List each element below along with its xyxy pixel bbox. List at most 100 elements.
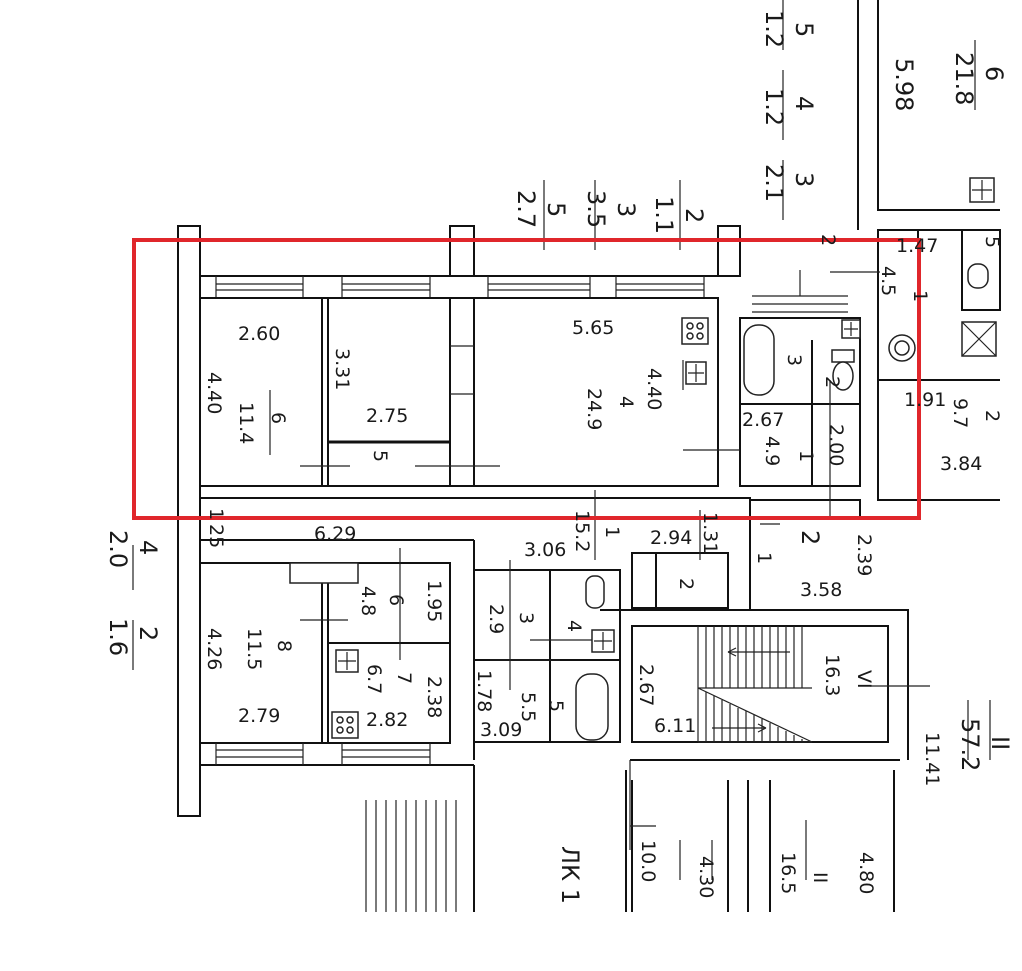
label: 2.9 — [485, 604, 507, 634]
label: 16.5 — [777, 852, 799, 894]
label: 3.31 — [331, 348, 353, 390]
label: 1 — [795, 450, 817, 462]
label: 3.58 — [800, 579, 842, 601]
label: 4.30 — [695, 856, 717, 898]
label: 3.06 — [524, 539, 566, 561]
label: 57.2 — [956, 718, 984, 771]
label: 2 — [796, 530, 824, 545]
label: 5.98 — [890, 58, 918, 111]
label: 3 — [790, 172, 818, 187]
label: 5.65 — [572, 317, 614, 339]
label: 11.5 — [243, 628, 265, 670]
label: 4.40 — [203, 372, 225, 414]
label: 2 — [680, 208, 708, 223]
label: 3 — [515, 612, 537, 624]
label: 2.67 — [742, 409, 784, 431]
label: 2.79 — [238, 705, 280, 727]
label: 5.5 — [517, 692, 539, 722]
label: 1.6 — [104, 618, 132, 656]
toilet-icon — [831, 349, 855, 391]
label: 4.9 — [761, 436, 783, 466]
label: 2.1 — [760, 164, 788, 202]
label: 11.4 — [235, 402, 257, 444]
label: 1.31 — [699, 512, 721, 554]
sink-icon — [335, 649, 359, 673]
label: 1.91 — [904, 389, 946, 411]
label: 5 — [545, 700, 567, 712]
sink-icon — [969, 177, 995, 203]
stair-arrow-icon — [712, 647, 790, 733]
toilet-icon — [585, 575, 605, 609]
label: 6 — [385, 594, 407, 606]
toilet-icon — [967, 263, 989, 289]
label: II — [986, 736, 1014, 750]
sink-icon — [841, 319, 861, 339]
ventilation-icon — [961, 321, 997, 357]
label: 1.1 — [650, 196, 678, 234]
label: 2.38 — [423, 676, 445, 718]
label: 1 — [753, 552, 775, 564]
label: 2.0 — [104, 530, 132, 568]
label: 4.80 — [855, 852, 877, 894]
label: 5 — [981, 236, 1003, 248]
label: 4.8 — [357, 586, 379, 616]
label: 6.7 — [363, 664, 385, 694]
label: 24.9 — [583, 388, 605, 430]
label: 2.94 — [650, 527, 692, 549]
label: 2 — [981, 410, 1003, 422]
label: 4.5 — [877, 266, 899, 296]
label: 2.7 — [512, 190, 540, 228]
label: 6 — [267, 412, 289, 424]
label: II — [809, 872, 831, 883]
label: 2 — [675, 578, 697, 590]
label: 2.82 — [366, 709, 408, 731]
label: 6.11 — [654, 715, 696, 737]
bathtub-icon — [743, 324, 775, 396]
label: 6 — [980, 66, 1008, 81]
label: 4 — [615, 396, 637, 408]
label: 1.78 — [473, 670, 495, 712]
label: ЛК 1 — [556, 846, 584, 904]
walls — [132, 0, 1001, 912]
label: 16.3 — [821, 654, 843, 696]
label: 4 — [134, 540, 162, 555]
stove-icon — [331, 711, 359, 739]
label: 4 — [790, 96, 818, 111]
label: 1 — [601, 526, 623, 538]
label: 2.39 — [853, 534, 875, 576]
sink-icon — [685, 361, 707, 385]
label: 1.95 — [423, 580, 445, 622]
label: 3.09 — [480, 719, 522, 741]
bathtub-icon — [575, 673, 609, 741]
label: 3.5 — [582, 190, 610, 228]
label: 2 — [817, 234, 839, 246]
label: 4.26 — [203, 628, 225, 670]
label: 2 — [134, 626, 162, 641]
stove-icon — [681, 317, 709, 345]
label: 15.2 — [571, 510, 593, 552]
label: 10.0 — [637, 840, 659, 882]
sink-icon — [591, 629, 615, 653]
highlight-frame — [132, 238, 921, 520]
label: 2.00 — [825, 424, 847, 466]
label: 1 — [205, 508, 227, 520]
label: 5 — [369, 450, 391, 462]
label: 6.29 — [314, 523, 356, 545]
label: 7 — [393, 672, 415, 684]
label: 4 — [563, 620, 585, 632]
label: 4.40 — [643, 368, 665, 410]
boiler-icon — [888, 334, 916, 362]
label: 1 — [909, 290, 931, 302]
dimension-labels: 5 1.2 4 1.2 3 2.1 6 21.8 5.98 5 2.7 3 3.… — [104, 10, 1014, 904]
label: 21.8 — [950, 52, 978, 105]
label: 2.75 — [366, 405, 408, 427]
label: 9.7 — [949, 398, 971, 428]
label: 25 — [205, 524, 227, 548]
label: 11.41 — [921, 732, 943, 786]
label: 2 — [821, 376, 843, 388]
label: VI — [853, 670, 875, 689]
label: 1.2 — [760, 88, 788, 126]
label: 5 — [790, 22, 818, 37]
label: 3 — [612, 202, 640, 217]
